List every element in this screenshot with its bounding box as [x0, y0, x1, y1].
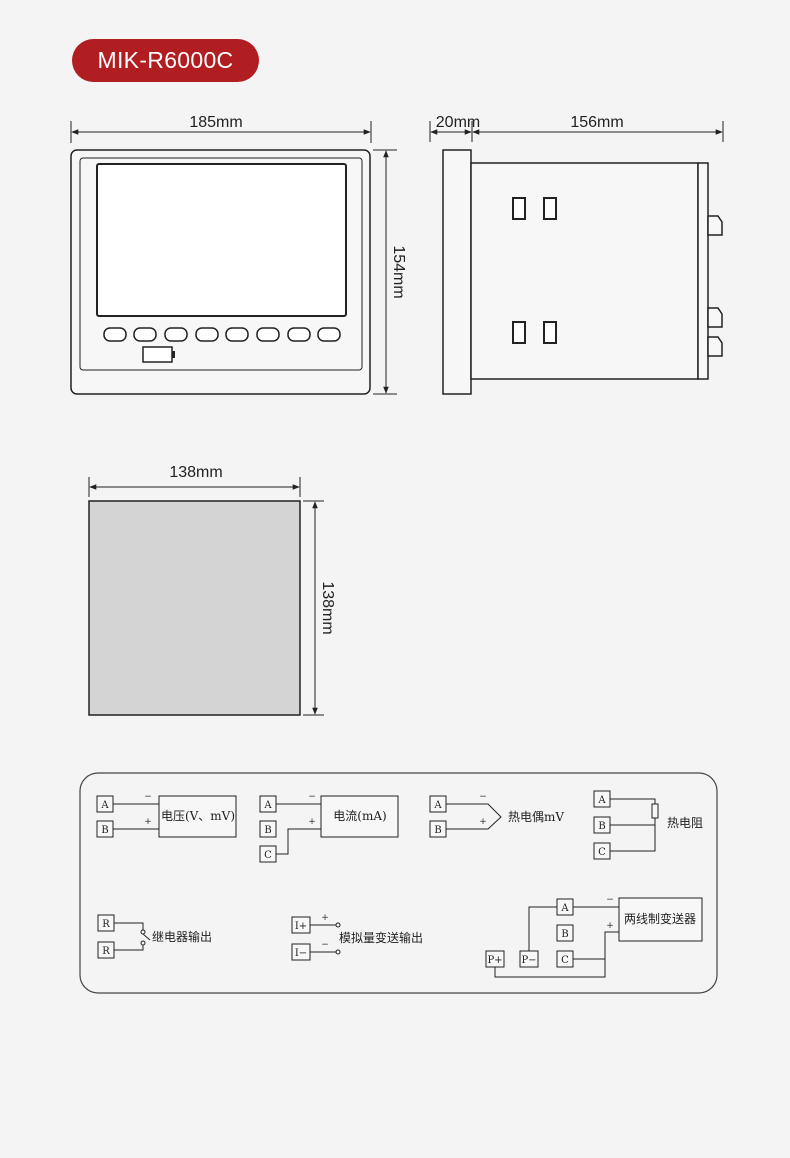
rtd-label: 热电阻	[667, 816, 703, 830]
wiring-relay	[97, 914, 151, 959]
terminal-box	[259, 820, 277, 838]
terminal-label: I+	[295, 921, 307, 932]
wiring-two-wire-transmitter	[485, 897, 703, 978]
usb-port-icon	[142, 346, 175, 363]
terminal-label: A	[433, 800, 442, 811]
current-input-label: 电流(mA)	[333, 809, 386, 823]
model-badge: MIK-R6000C	[72, 39, 259, 82]
voltage-input-label: 电压(V、mV)	[161, 809, 235, 823]
terminal-box	[556, 924, 574, 942]
polarity-sign: +	[321, 913, 329, 923]
polarity-sign: −	[321, 940, 329, 950]
signal-device-box	[320, 795, 399, 838]
wiring-current	[259, 795, 399, 863]
terminal-label: A	[100, 800, 109, 811]
polarity-sign: +	[479, 817, 487, 827]
terminal-label: B	[101, 825, 108, 836]
polarity-sign: +	[144, 817, 152, 827]
polarity-sign: −	[479, 792, 487, 802]
polarity-sign: −	[606, 895, 614, 905]
thermocouple-junction-icon	[446, 803, 502, 830]
side-bezel	[442, 149, 472, 395]
two-wire-transmitter-label: 两线制变送器	[624, 911, 696, 926]
terminal-label: A	[263, 800, 272, 811]
terminal-label: I−	[295, 948, 307, 959]
side-view: 20mm 156mm	[429, 114, 724, 395]
resistor-icon	[651, 803, 659, 819]
polarity-sign: −	[144, 792, 152, 802]
polarity-sign: +	[308, 817, 316, 827]
polarity-sign: +	[606, 921, 614, 931]
front-height-label: 154mm	[390, 245, 407, 298]
key-button	[195, 327, 219, 342]
terminal-label: R	[102, 919, 110, 930]
bezel-depth-label: 20mm	[436, 114, 480, 131]
terminal-label: B	[264, 825, 271, 836]
key-button	[256, 327, 280, 342]
key-button	[287, 327, 311, 342]
front-keypad	[103, 327, 341, 342]
mounting-slots	[512, 197, 557, 344]
terminal-label: C	[598, 847, 606, 858]
key-button	[103, 327, 127, 342]
rear-connector-tabs	[707, 215, 723, 357]
key-button	[225, 327, 249, 342]
front-width-label: 185mm	[189, 114, 242, 131]
wiring-analog-output	[291, 916, 341, 961]
terminal-label: P+	[487, 955, 502, 966]
key-button	[133, 327, 157, 342]
terminal-label: P−	[521, 955, 536, 966]
display-screen	[96, 163, 347, 317]
wiring-thermocouple	[429, 795, 502, 838]
terminal-label: B	[434, 825, 441, 836]
terminal-label: A	[560, 903, 569, 914]
terminal-label: B	[561, 929, 568, 940]
relay-output-label: 继电器输出	[152, 929, 212, 944]
rear-terminal-block	[697, 162, 709, 380]
terminal-label: A	[597, 795, 606, 806]
key-button	[164, 327, 188, 342]
body-depth-label: 156mm	[570, 114, 623, 131]
terminal-label: B	[598, 821, 605, 832]
front-bezel-inner	[79, 157, 363, 371]
front-view: 185mm 154mm	[70, 114, 407, 395]
wiring-rtd	[593, 790, 659, 860]
terminal-label: R	[102, 946, 110, 957]
cutout-height-label: 138mm	[319, 581, 336, 634]
side-body	[470, 162, 699, 380]
terminal-label: C	[561, 955, 569, 966]
key-button	[317, 327, 341, 342]
polarity-sign: −	[308, 792, 316, 802]
panel-cutout-view: 138mm 138mm	[88, 464, 336, 716]
cutout-area	[88, 500, 301, 716]
thermocouple-label: 热电偶mV	[508, 810, 564, 824]
transmitter-box	[618, 897, 703, 942]
signal-device-box	[158, 795, 237, 838]
wiring-voltage	[96, 795, 237, 838]
cutout-width-label: 138mm	[169, 464, 222, 481]
terminal-label: C	[264, 850, 272, 861]
analog-output-label: 模拟量变送输出	[339, 930, 423, 945]
